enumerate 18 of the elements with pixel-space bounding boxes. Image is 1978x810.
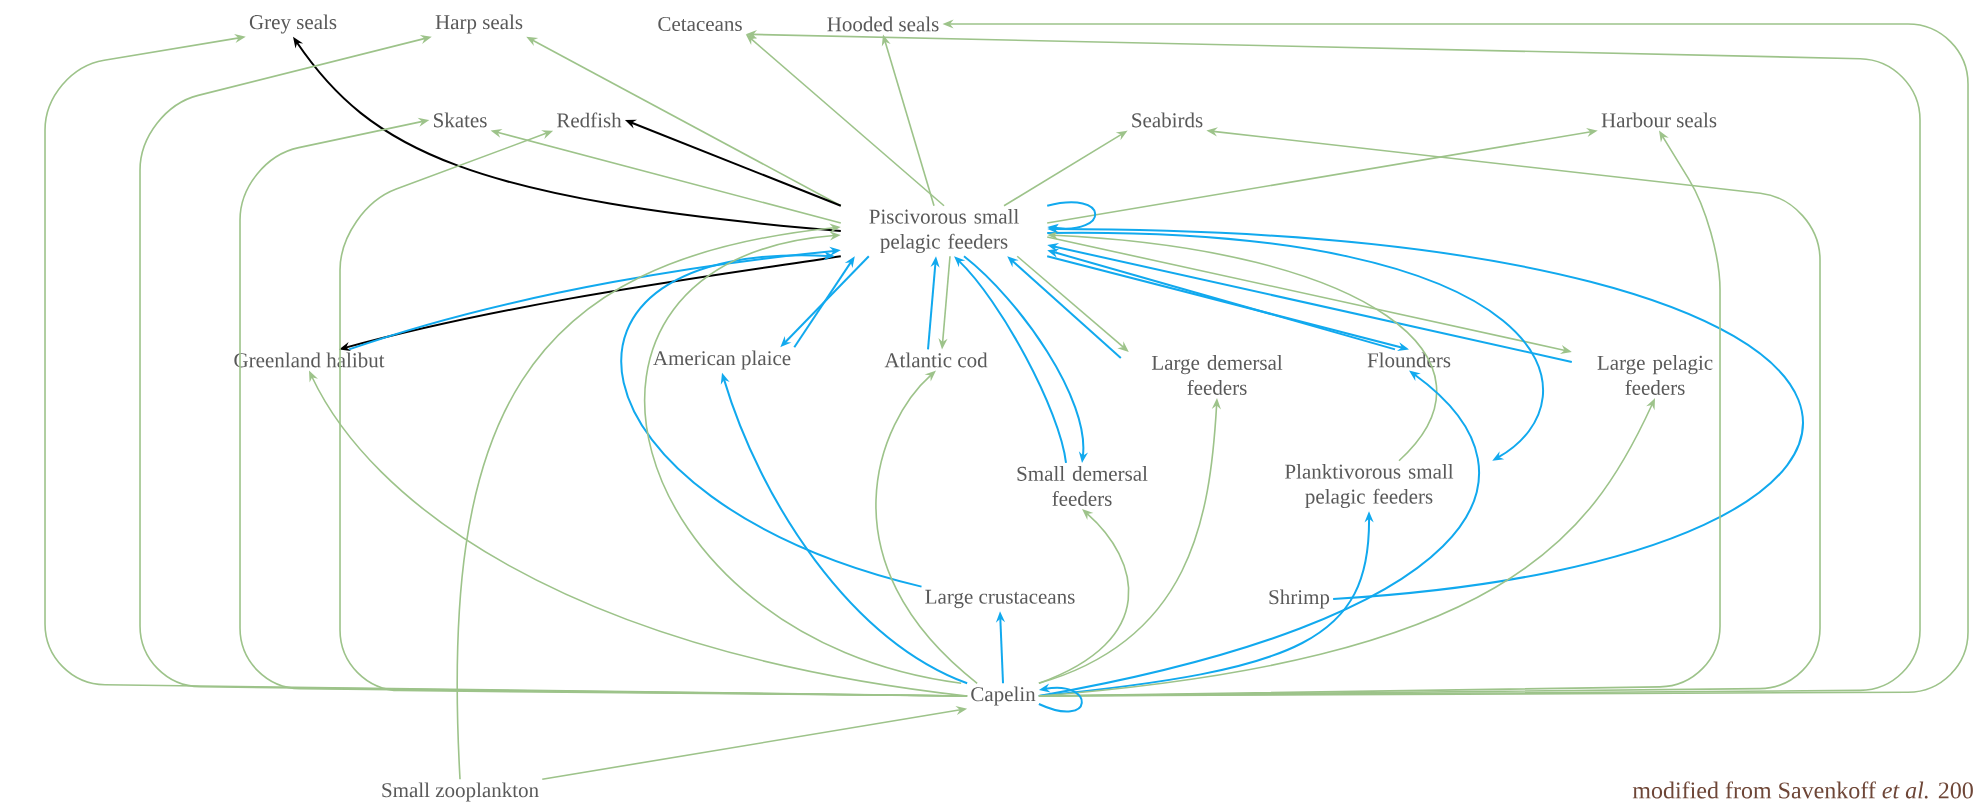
species-label: Atlantic cod (884, 352, 988, 368)
species-label: Hooded seals (827, 16, 939, 32)
species-label: Harbour seals (1601, 112, 1717, 128)
species-label: Capelin (971, 686, 1036, 706)
species-label: American plaice (653, 350, 791, 370)
species-label: Harp seals (435, 14, 523, 34)
arrow (643, 231, 962, 685)
species-label: Small zooplankton (382, 782, 539, 802)
species-label: Large crustaceans (925, 589, 1075, 609)
species-label: Cetaceans (658, 16, 742, 32)
species-label: Seabirds (1132, 112, 1203, 128)
species-label: Skates (434, 112, 487, 128)
species-label: Redfish (556, 112, 622, 128)
caption: modified from Savenkoff et al. 200 (1632, 781, 1973, 799)
species-label: Piscivorous small pelagic feeders (869, 208, 1019, 254)
arrow (339, 130, 968, 697)
arrow (621, 251, 923, 588)
species-label: Grey seals (249, 14, 337, 34)
